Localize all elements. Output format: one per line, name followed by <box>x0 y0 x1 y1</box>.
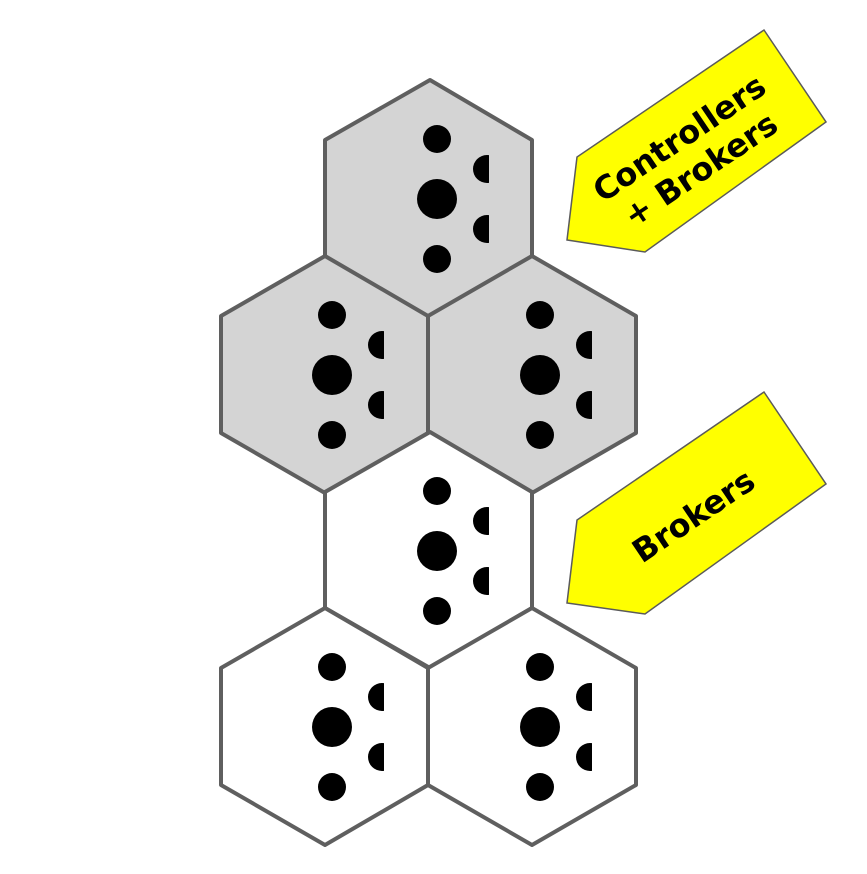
controllers-brokers-callout: Controllers + Brokers <box>566 28 828 253</box>
broker-node-3 <box>426 606 638 847</box>
